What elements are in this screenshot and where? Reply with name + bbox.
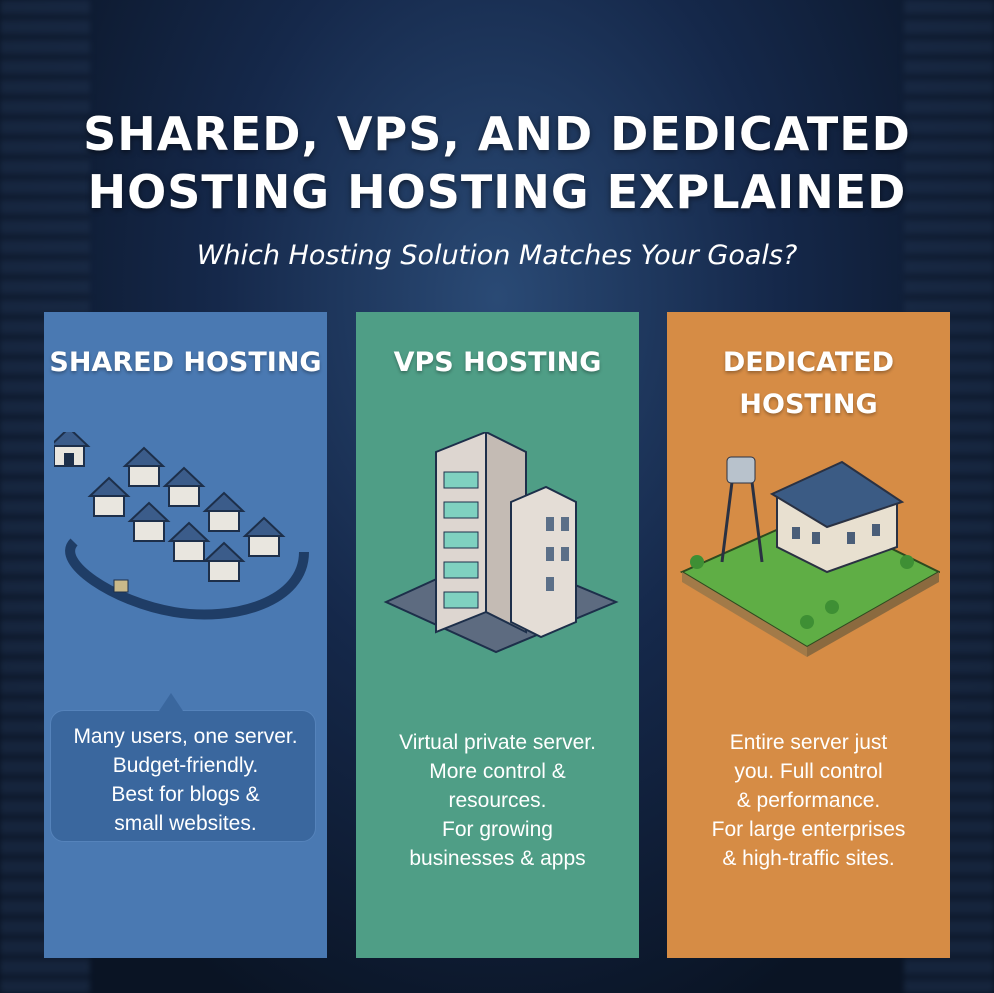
panel-description: Many users, one server. Budget-friendly.… [44,722,327,838]
description-line: Entire server just [729,731,888,754]
description-line: More control & [429,760,566,783]
subtitle: Which Hosting Solution Matches Your Goal… [196,240,798,271]
description-line: Best for blogs & [111,783,260,806]
page-title: SHARED, VPS, AND DEDICATED HOSTING HOSTI… [0,105,994,221]
description-line: Budget-friendly. [112,754,259,777]
heading-line: HOSTING [739,389,878,420]
panel-heading: VPS HOSTING [393,347,602,378]
panel-heading: SHARED HOSTING [49,347,322,378]
description-line: For large enterprises [711,818,906,841]
panel-description: Entire server just you. Full control & p… [667,728,950,873]
vps-hosting-panel: VPS HOSTING Virtual private server. More… [356,312,639,958]
mansion-estate-icon [679,456,940,657]
description-line: you. Full control [734,760,883,783]
description-line: small websites. [114,812,257,835]
description-line: Many users, one server. [73,725,298,748]
title-line-2: HOSTING HOSTING EXPLAINED [87,165,907,219]
shared-hosting-panel: SHARED HOSTING Many users, one server. B… [44,312,327,958]
panel-description: Virtual private server. More control & r… [356,728,639,873]
neighborhood-houses-icon [54,432,309,620]
dedicated-hosting-panel: DEDICATED HOSTING Entire server just you… [667,312,950,958]
apartment-building-icon [383,432,619,654]
description-line: businesses & apps [409,847,586,870]
description-line: For growing [442,818,553,841]
title-line-1: SHARED, VPS, AND DEDICATED [83,107,911,161]
heading-line: DEDICATED [722,347,895,378]
description-line: Virtual private server. [399,731,596,754]
description-line: & performance. [736,789,881,812]
description-bubble [50,693,316,842]
panel-heading: DEDICATED HOSTING [667,342,950,426]
description-line: resources. [448,789,547,812]
description-line: & high-traffic sites. [722,847,895,870]
